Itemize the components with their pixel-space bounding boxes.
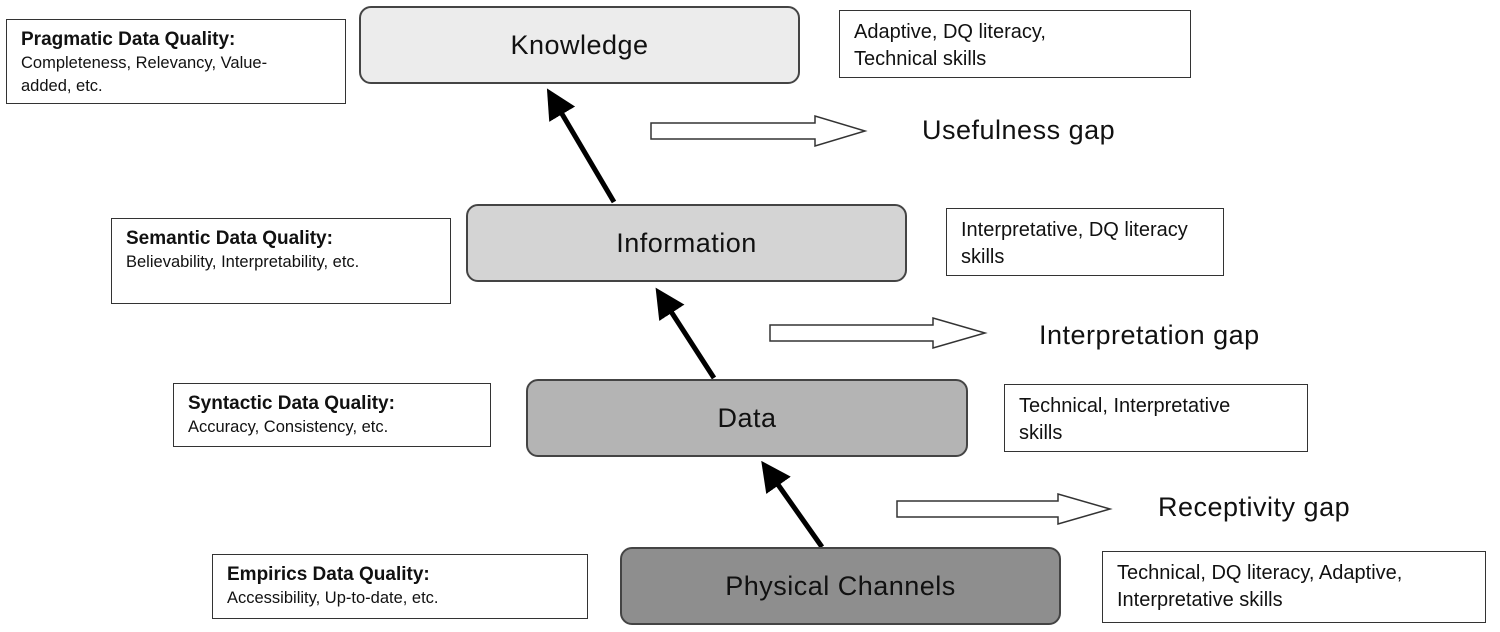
- level-data: Data: [526, 379, 968, 457]
- semantic-quality-items: Believability, Interpretability, etc.: [126, 253, 360, 271]
- level-physical-channels: Physical Channels: [620, 547, 1061, 625]
- pragmatic-quality-box: Pragmatic Data Quality: Completeness, Re…: [6, 19, 346, 104]
- pragmatic-quality-items: Completeness, Relevancy, Value-added, et…: [21, 54, 268, 95]
- interpretation-gap-arrow: [769, 317, 988, 349]
- knowledge-skills-text: Adaptive, DQ literacy, Technical skills: [854, 21, 1046, 70]
- syntactic-quality-title: Syntactic Data Quality:: [188, 393, 395, 414]
- syntactic-quality-box: Syntactic Data Quality: Accuracy, Consis…: [173, 383, 491, 447]
- semantic-quality-title: Semantic Data Quality:: [126, 228, 333, 249]
- interpretation-gap-label: Interpretation gap: [1039, 320, 1260, 350]
- receptivity-gap-arrow: [896, 493, 1113, 525]
- knowledge-skills-box: Adaptive, DQ literacy, Technical skills: [839, 10, 1191, 78]
- physical-channels-skills-box: Technical, DQ literacy, Adaptive, Interp…: [1102, 551, 1486, 623]
- arrow-information-to-knowledge: [546, 88, 617, 204]
- data-skills-box: Technical, Interpretative skills: [1004, 384, 1308, 452]
- level-knowledge: Knowledge: [359, 6, 800, 84]
- level-data-label: Data: [717, 402, 777, 433]
- physical-channels-skills-text: Technical, DQ literacy, Adaptive, Interp…: [1117, 562, 1403, 611]
- data-skills-text: Technical, Interpretative skills: [1019, 395, 1231, 444]
- receptivity-gap-label: Receptivity gap: [1158, 492, 1351, 522]
- pragmatic-quality-title: Pragmatic Data Quality:: [21, 29, 236, 50]
- empirics-quality-box: Empirics Data Quality: Accessibility, Up…: [212, 554, 588, 619]
- level-physical-channels-label: Physical Channels: [725, 570, 956, 601]
- level-knowledge-label: Knowledge: [510, 29, 649, 60]
- empirics-quality-items: Accessibility, Up-to-date, etc.: [227, 589, 439, 607]
- level-information: Information: [466, 204, 907, 282]
- information-skills-text: Interpretative, DQ literacy skills: [961, 219, 1188, 268]
- semantic-quality-box: Semantic Data Quality: Believability, In…: [111, 218, 451, 304]
- empirics-quality-title: Empirics Data Quality:: [227, 564, 430, 585]
- usefulness-gap-label: Usefulness gap: [922, 115, 1116, 145]
- syntactic-quality-items: Accuracy, Consistency, etc.: [188, 418, 389, 436]
- arrow-physical-to-data: [761, 460, 825, 549]
- information-skills-box: Interpretative, DQ literacy skills: [946, 208, 1224, 276]
- arrow-data-to-information: [655, 287, 717, 380]
- usefulness-gap-arrow: [650, 114, 868, 148]
- level-information-label: Information: [616, 227, 757, 258]
